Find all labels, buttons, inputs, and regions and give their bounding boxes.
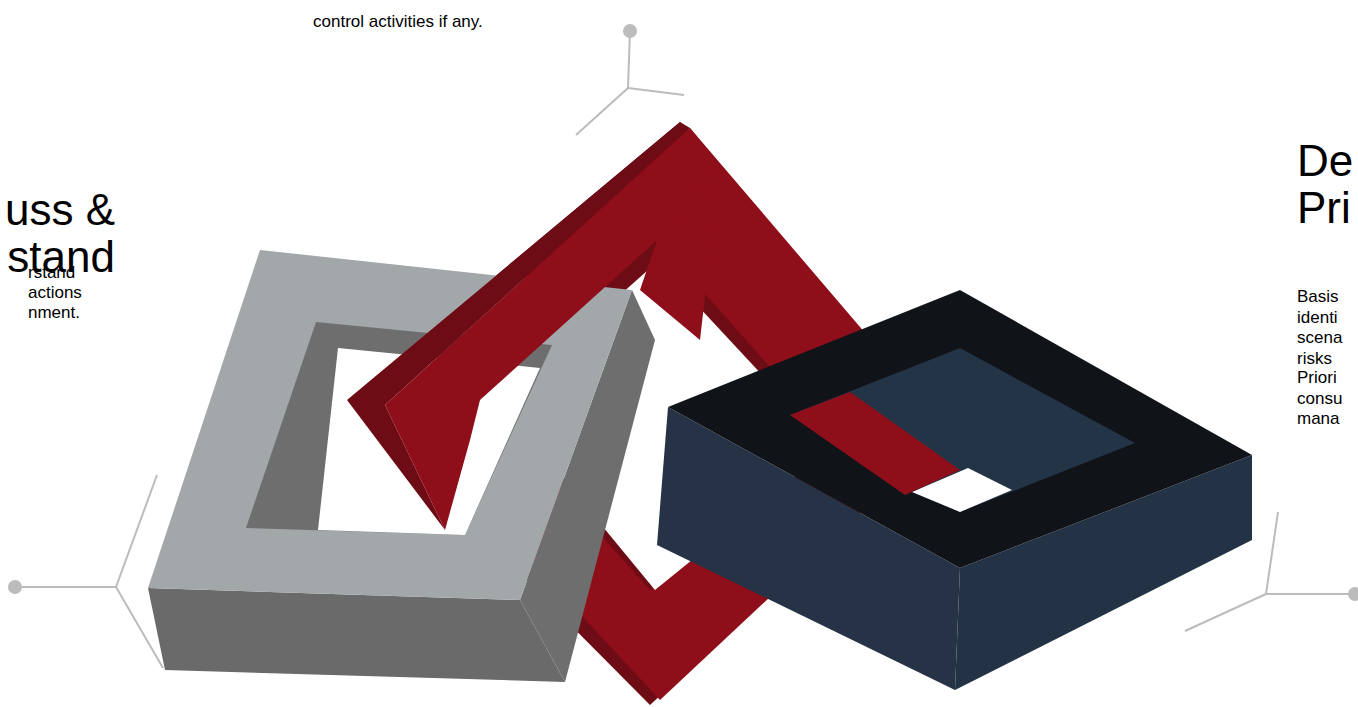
leader-line bbox=[15, 475, 157, 587]
step-heading: De Pri bbox=[1297, 137, 1358, 231]
step-body: Basis identi scena risks bbox=[1297, 287, 1357, 369]
leader-line bbox=[576, 31, 630, 135]
leader-line bbox=[628, 88, 684, 95]
leader-line bbox=[1185, 594, 1266, 631]
leader-dot bbox=[623, 24, 637, 38]
leader-dot bbox=[8, 580, 22, 594]
leader-dot bbox=[1348, 587, 1358, 601]
red-link-face bbox=[640, 165, 720, 340]
navy-link bbox=[657, 290, 1252, 690]
callout-text: control activities if any. bbox=[313, 12, 633, 32]
leader-line bbox=[1266, 512, 1358, 594]
navy-link-face bbox=[668, 290, 1252, 568]
red-link-through-hole bbox=[790, 392, 960, 495]
step-body: Priori consu mana bbox=[1297, 368, 1357, 430]
navy-link-inner-wall bbox=[790, 348, 1135, 512]
gray-link-bottom bbox=[148, 588, 565, 682]
step-body: rstand actions nment. bbox=[28, 263, 103, 323]
